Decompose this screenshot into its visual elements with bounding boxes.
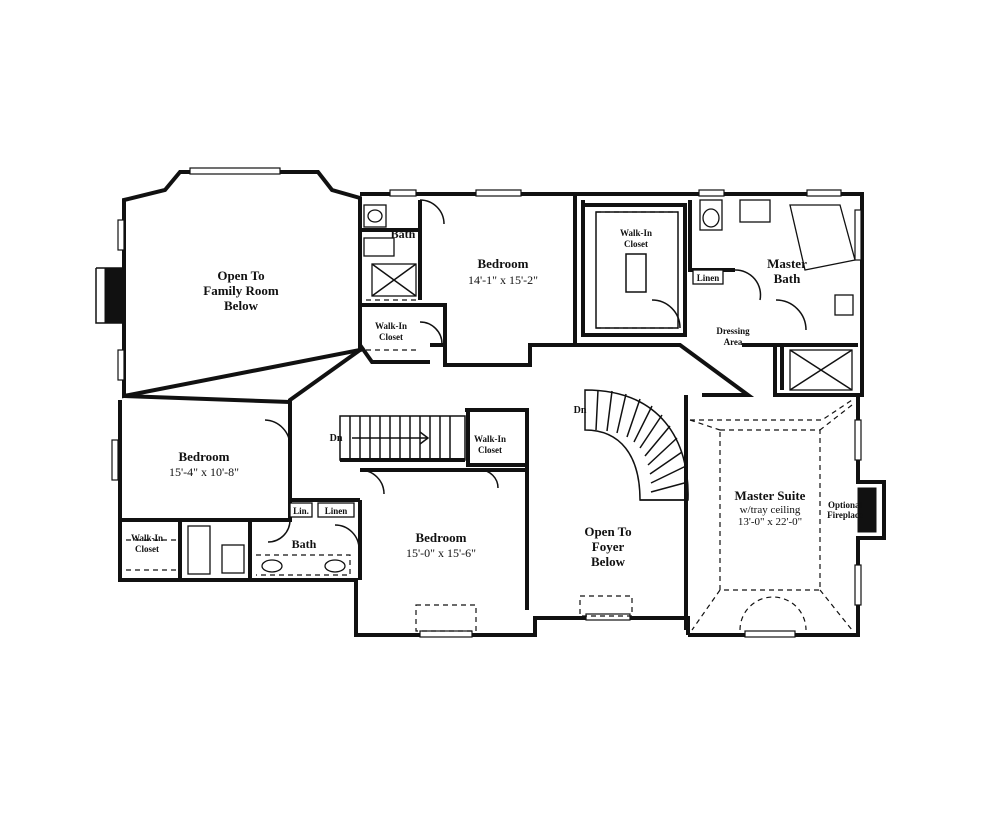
bedroom-bottom-dims: 15'-0" x 15'-6" [406,546,476,560]
linen-master-box [692,269,724,285]
master-bath-label-1: Master [767,256,807,271]
walkin-master-label-1: Walk-In [620,228,652,238]
windows [111,167,862,638]
fixtures [187,199,856,575]
interior-walls [120,200,858,580]
walkin-top-label-1: Walk-In [375,321,407,331]
master-suite-ceiling: w/tray ceiling [740,504,801,516]
walkin-stair-label-2: Closet [478,445,502,455]
curved-stair-dn-label: Dn [574,405,587,416]
bedroom-left-label: Bedroom [178,449,229,464]
master-suite-label: Master Suite [735,488,806,503]
closet-shelving [126,211,679,571]
walkin-top-label-2: Closet [379,332,403,342]
master-bath-label-2: Bath [774,271,802,286]
main-stair [339,415,466,461]
foyer-label-3: Below [591,554,626,569]
walkin-left-label-1: Walk-In [131,533,163,543]
lin-box [289,502,313,518]
fireplace-label-1: Optional [828,500,863,510]
bedroom-top-label: Bedroom [477,256,528,271]
linen-master-label: Linen [697,273,720,283]
master-fireplace [857,487,877,533]
door-swings [264,199,807,550]
fireplace-label-2: Fireplace [827,510,863,520]
room-labels: Open To Family Room Below Bath Walk-In C… [131,227,863,569]
dressing-label-2: Area [724,337,743,347]
family-room-label-2: Family Room [203,283,279,298]
family-room-label-3: Below [224,298,259,313]
dashed-features [256,399,853,632]
master-suite-dims: 13'-0" x 22'-0" [738,516,802,528]
walkin-left-label-2: Closet [135,544,159,554]
walkin-stair-label-1: Walk-In [474,434,506,444]
walkin-master-label-2: Closet [624,239,648,249]
curved-stair [584,389,689,501]
bedroom-bottom-label: Bedroom [415,530,466,545]
foyer-label-1: Open To [584,524,631,539]
dressing-label-1: Dressing [716,326,750,336]
linen-hall-box [317,502,355,518]
bedroom-left-dims: 15'-4" x 10'-8" [169,465,239,479]
bath-hall-label: Bath [292,537,317,551]
foyer-label-2: Foyer [592,539,625,554]
linen-hall-label: Linen [325,506,348,516]
lin-label: Lin. [293,506,309,516]
bath-top-label: Bath [391,227,416,241]
bedroom-top-dims: 14'-1" x 15'-2" [468,273,538,287]
family-chimney [104,267,126,324]
family-room-label-1: Open To [217,268,264,283]
stair-dn-label: Dn [330,433,343,444]
